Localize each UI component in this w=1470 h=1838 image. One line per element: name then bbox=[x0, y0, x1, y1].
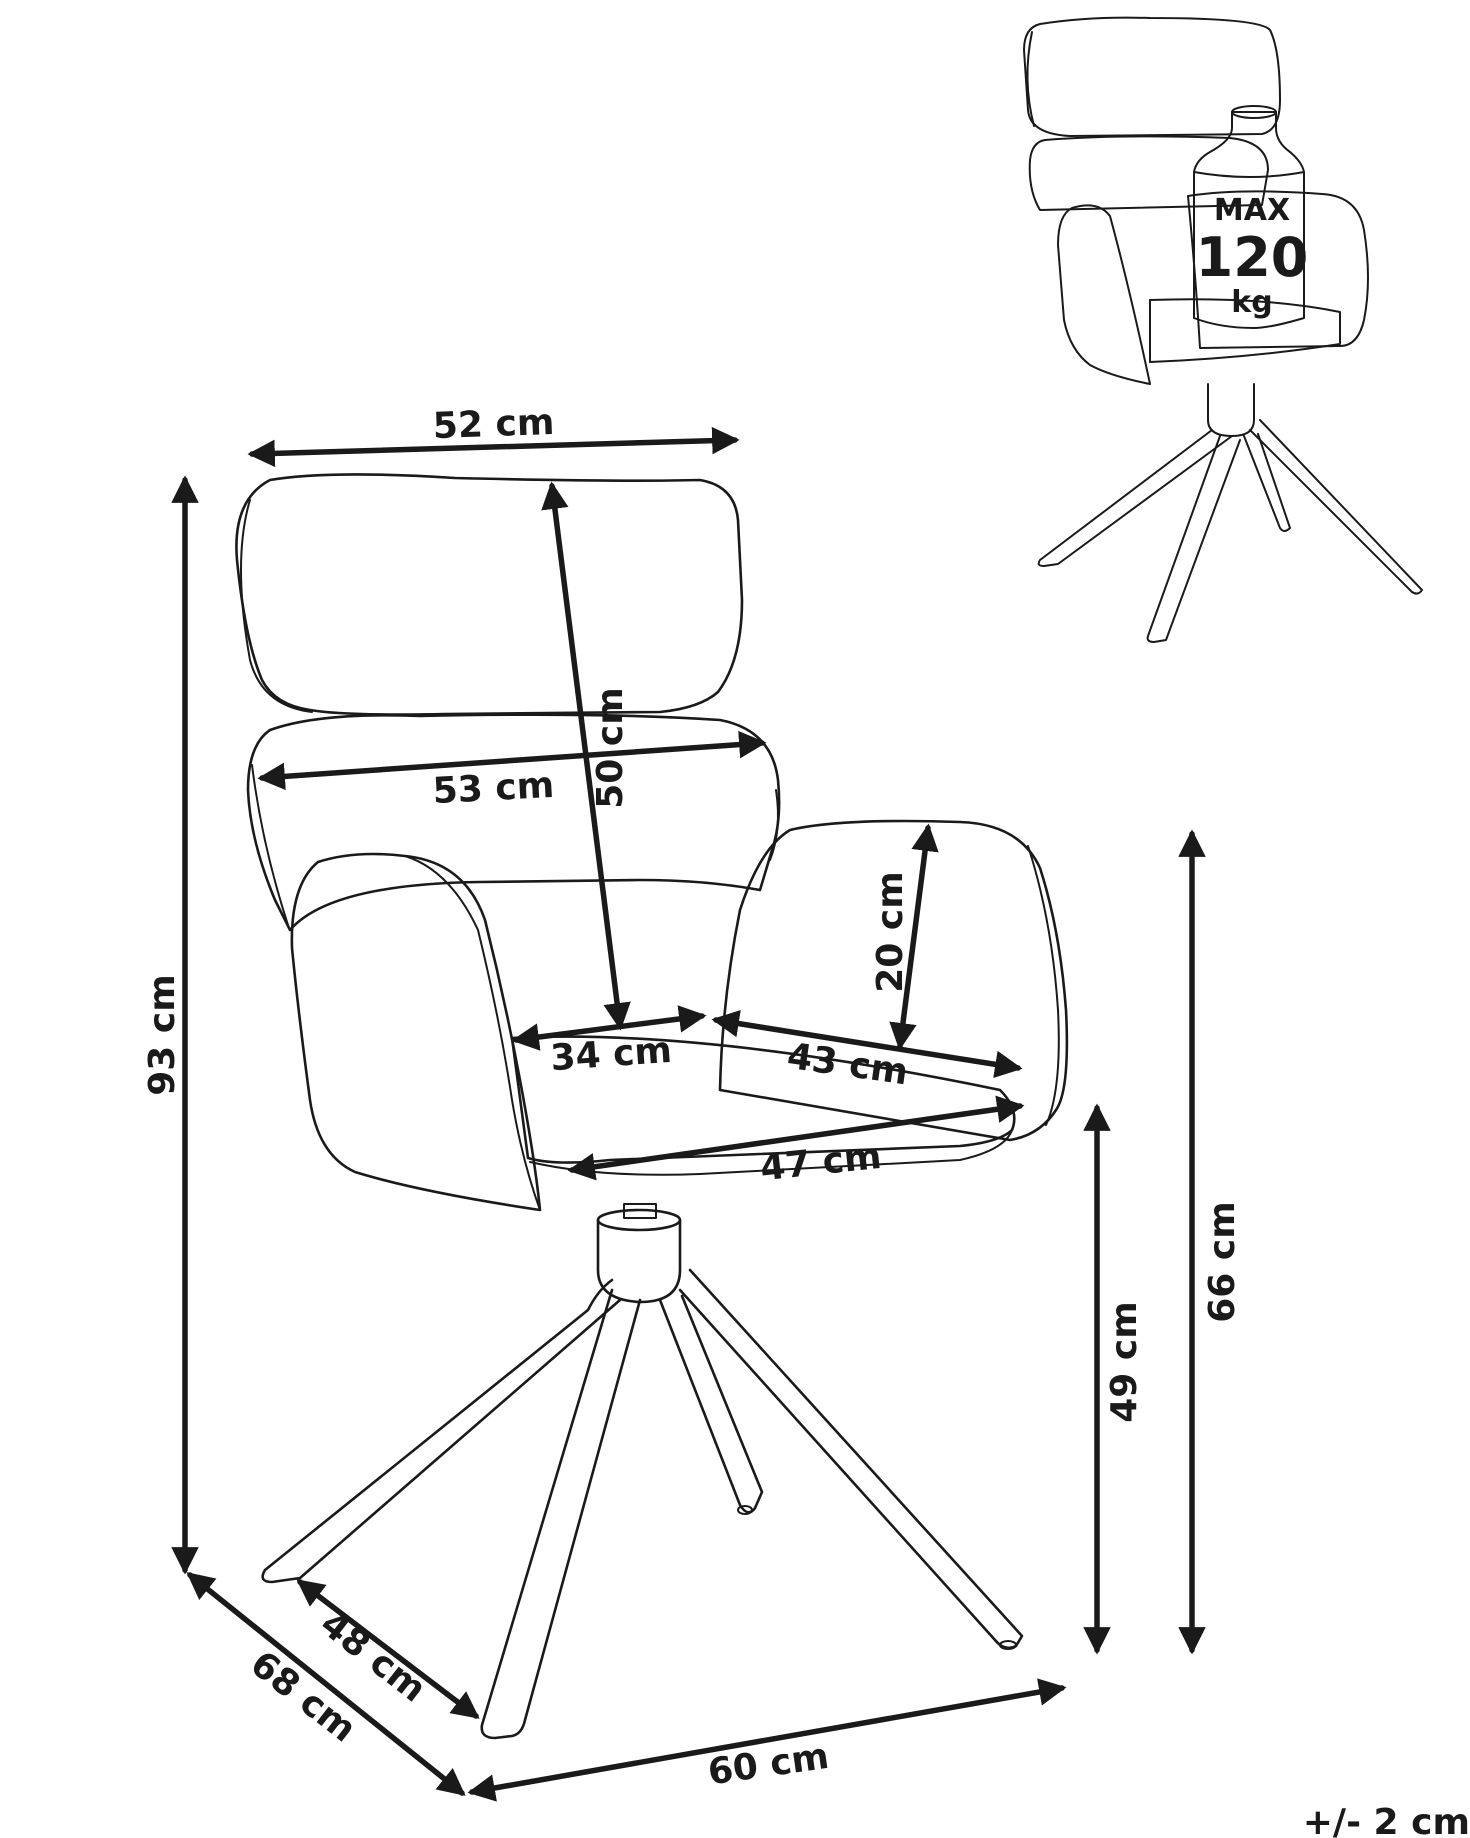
label-total-height-to-armrest: 66 cm bbox=[1202, 1201, 1243, 1322]
label-top-width: 52 cm bbox=[432, 402, 555, 447]
arrow-armrest-height bbox=[889, 823, 939, 1051]
label-seat-width: 47 cm bbox=[758, 1136, 883, 1189]
arrow-seat-width bbox=[567, 1095, 1025, 1181]
load-capacity-chair-drawing: MAX 120 kg bbox=[1023, 16, 1423, 643]
arrow-armrest-depth bbox=[711, 1010, 1023, 1078]
label-back-height: 50 cm bbox=[590, 687, 631, 808]
label-total-height: 93 cm bbox=[142, 974, 183, 1095]
load-badge-unit: kg bbox=[1231, 285, 1272, 320]
label-armrest-depth: 43 cm bbox=[785, 1036, 911, 1094]
label-armrest-height: 20 cm bbox=[870, 871, 911, 992]
arrow-total-width bbox=[467, 1678, 1067, 1802]
label-total-width: 60 cm bbox=[705, 1736, 831, 1794]
load-badge-weight: 120 bbox=[1196, 226, 1309, 289]
arrow-back-width bbox=[257, 730, 767, 791]
label-seat-height: 49 cm bbox=[1104, 1301, 1145, 1422]
label-seat-depth: 34 cm bbox=[549, 1030, 673, 1079]
arrow-leg-span-depth bbox=[296, 1579, 480, 1719]
arrow-top-width bbox=[247, 426, 740, 468]
main-chair-drawing bbox=[235, 473, 1069, 1740]
load-badge: MAX 120 kg bbox=[1193, 105, 1309, 329]
dimension-arrows bbox=[171, 426, 1206, 1802]
load-badge-max: MAX bbox=[1214, 193, 1290, 228]
label-back-width: 53 cm bbox=[432, 765, 555, 812]
arrow-seat-depth bbox=[511, 1005, 707, 1051]
tolerance-note: +/- 2 cm bbox=[1303, 1802, 1470, 1838]
arrow-back-height bbox=[541, 481, 631, 1031]
